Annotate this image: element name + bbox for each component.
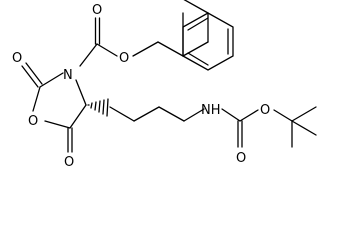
ring-bond-n-c2 [39, 72, 64, 88]
chain-bond-2 [133, 106, 160, 122]
chain-bond-3 [158, 106, 185, 122]
atom-label-ring-n: N [63, 68, 73, 83]
atom-label-carbonyl-o-top: O [92, 3, 102, 18]
atom-label-ring-c5-o: O [64, 155, 74, 170]
phenyl-double-1 [187, 52, 209, 66]
ring-bond-o1-c5 [44, 120, 71, 129]
phenyl-double-3 [187, 17, 209, 31]
c2-o-double-2 [25, 62, 43, 85]
ring-bond-c2-o1 [32, 86, 41, 112]
phenyl-bond-3 [183, 0, 209, 14]
bond-o-tbu [273, 109, 293, 122]
chemical-structure: O O N O O O NH O O [12, 0, 317, 170]
c2-o-double-1 [21, 65, 39, 88]
hashed-wedge-bond [87, 98, 109, 117]
bond-cbz-c-o-ester [96, 43, 118, 57]
atom-label-carbamate-nh: NH [201, 103, 221, 118]
phenyl-ring [182, 12, 234, 71]
bond-o-ch2 [132, 41, 159, 57]
atom-label-carbamate-o-double: O [236, 151, 246, 166]
tbu-methyl-2 [291, 120, 317, 136]
atom-label-carbamate-o-ester: O [260, 103, 270, 118]
chain-bond-4 [183, 108, 205, 122]
ring-bond-c4-n [75, 79, 87, 106]
phenyl-bond-1 [182, 41, 209, 57]
atom-label-ester-o-benzyl: O [119, 51, 129, 66]
bond-nh-c [221, 108, 241, 122]
bond-c-n [79, 43, 98, 67]
tbu-methyl-1 [291, 106, 317, 122]
chain-bond-1 [109, 106, 135, 122]
bond-c-o-ester [239, 109, 259, 122]
atom-label-ring-o: O [28, 114, 38, 129]
ring-bond-c5-c4 [69, 104, 87, 129]
atom-label-ring-c2-o: O [12, 51, 22, 66]
bond-ch2-phenyl [157, 41, 184, 57]
